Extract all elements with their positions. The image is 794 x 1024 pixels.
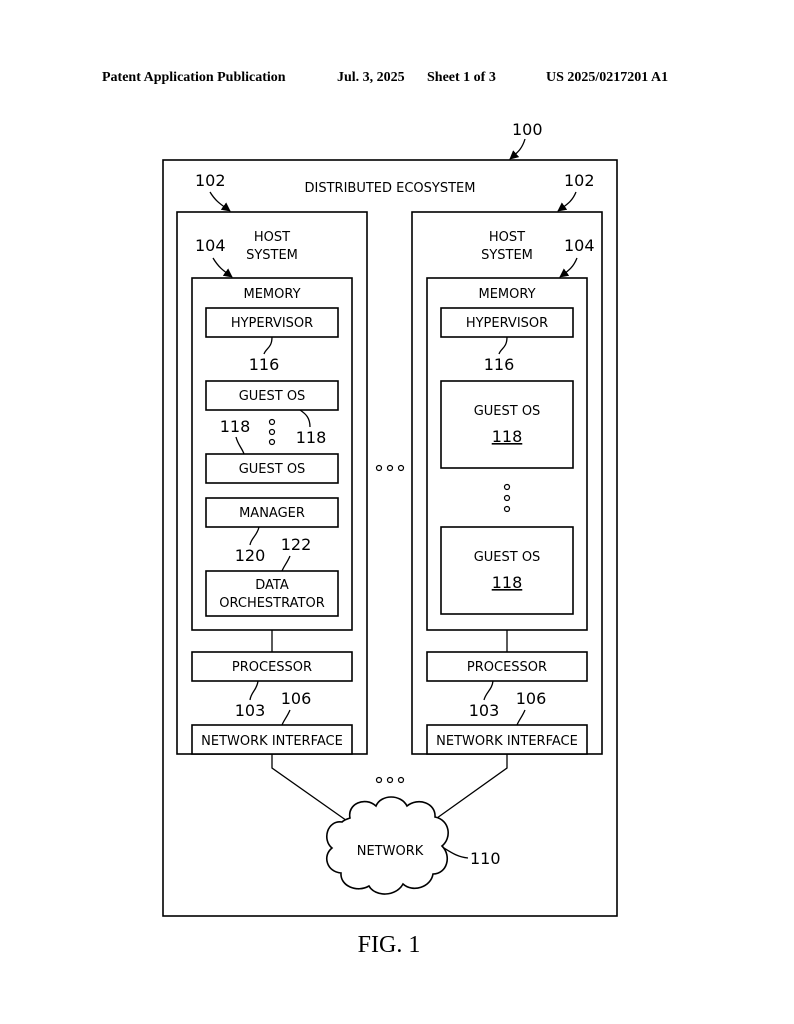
- hypervisor-right-ref: 116: [484, 355, 515, 374]
- network-interface-right-leader: [516, 709, 526, 726]
- manager-box: [205, 497, 339, 528]
- ellipsis-dot: [375, 776, 383, 784]
- host-right-label-2: SYSTEM: [481, 248, 533, 263]
- ecosystem-label: DISTRIBUTED ECOSYSTEM: [305, 181, 476, 196]
- manager-leader: [249, 526, 260, 546]
- network-interface-left-leader: [281, 709, 291, 726]
- guest-os-left-2-label: GUEST OS: [239, 462, 306, 477]
- ellipsis-dot: [386, 776, 394, 784]
- memory-left-ref: 104: [195, 236, 226, 255]
- data-orchestrator-ref: 122: [281, 535, 312, 554]
- publication-number: US 2025/0217201 A1: [546, 70, 669, 85]
- ellipsis-dot: [375, 464, 383, 472]
- manager-ref: 120: [235, 546, 266, 565]
- host-left-label-2: SYSTEM: [246, 248, 298, 263]
- processor-right-ref: 103: [469, 701, 500, 720]
- host-left-leader: [209, 191, 231, 212]
- network-interface-left-label: NETWORK INTERFACE: [201, 734, 343, 749]
- manager-label: MANAGER: [239, 506, 305, 521]
- ellipsis-dot: [268, 438, 276, 446]
- hypervisor-right-box: [440, 307, 574, 338]
- guest-os-left-1-label: GUEST OS: [239, 389, 306, 404]
- ellipsis-dot: [503, 505, 511, 513]
- processor-right-box: [426, 651, 588, 682]
- network-interface-left-ref: 106: [281, 689, 312, 708]
- network-label: NETWORK: [357, 844, 424, 859]
- ecosystem-leader: [509, 138, 526, 160]
- network-ref: 110: [470, 849, 501, 868]
- data-orchestrator-box: [205, 570, 339, 617]
- processor-right-label: PROCESSOR: [467, 660, 547, 675]
- ellipsis-dot: [503, 483, 511, 491]
- publication-date: Jul. 3, 2025: [337, 70, 405, 85]
- host-left-label-1: HOST: [254, 230, 290, 245]
- ellipsis-dot: [268, 418, 276, 426]
- sheet-number: Sheet 1 of 3: [427, 70, 496, 85]
- publication-label: Patent Application Publication: [102, 70, 286, 85]
- network-cloud-icon: [325, 796, 449, 895]
- memory-right-leader: [559, 257, 578, 278]
- guest-os-right-1-label: GUEST OS: [474, 404, 541, 419]
- network-leader: [443, 847, 469, 859]
- guest-os-left-2-ref: 118: [220, 417, 251, 436]
- guest-os-right-2-box: [440, 526, 574, 615]
- guest-os-left-2-box: [205, 453, 339, 484]
- memory-left-leader: [212, 257, 233, 278]
- processor-left-label: PROCESSOR: [232, 660, 312, 675]
- network-interface-right-ref: 106: [516, 689, 547, 708]
- guest-os-left-1-box: [205, 380, 339, 411]
- hypervisor-right-leader: [498, 336, 508, 355]
- memory-left-label: MEMORY: [243, 287, 300, 302]
- ellipsis-dot: [397, 776, 405, 784]
- processor-right-leader: [483, 680, 494, 701]
- hypervisor-left-leader: [263, 336, 273, 355]
- ecosystem-ref: 100: [512, 120, 543, 139]
- guest-os-left-1-ref: 118: [296, 428, 327, 447]
- guest-os-right-2-label: GUEST OS: [474, 550, 541, 565]
- host-right-leader: [557, 191, 577, 212]
- guest-os-left-1-leader: [299, 409, 311, 428]
- guest-os-right-1-box: [440, 380, 574, 469]
- data-orchestrator-label-1: DATA: [255, 578, 289, 593]
- right-network-link: [429, 754, 508, 824]
- data-orchestrator-label-2: ORCHESTRATOR: [219, 596, 324, 611]
- host-left-ref: 102: [195, 171, 226, 190]
- hypervisor-left-box: [205, 307, 339, 338]
- processor-left-ref: 103: [235, 701, 266, 720]
- ellipsis-dot: [268, 428, 276, 436]
- guest-os-right-1-ref: 118: [492, 427, 523, 446]
- left-network-link: [271, 754, 351, 824]
- host-right-ref: 102: [564, 171, 595, 190]
- ellipsis-dot: [397, 464, 405, 472]
- hypervisor-left-label: HYPERVISOR: [231, 316, 313, 331]
- hypervisor-left-ref: 116: [249, 355, 280, 374]
- ellipsis-dot: [503, 494, 511, 502]
- host-right-label-1: HOST: [489, 230, 525, 245]
- processor-left-leader: [249, 680, 259, 701]
- guest-os-left-2-leader: [235, 436, 245, 455]
- figure-label: FIG. 1: [358, 932, 421, 958]
- memory-right-ref: 104: [564, 236, 595, 255]
- processor-left-box: [191, 651, 353, 682]
- ellipsis-dot: [386, 464, 394, 472]
- network-interface-right-label: NETWORK INTERFACE: [436, 734, 578, 749]
- hypervisor-right-label: HYPERVISOR: [466, 316, 548, 331]
- guest-os-right-2-ref: 118: [492, 573, 523, 592]
- data-orchestrator-leader: [281, 555, 291, 572]
- memory-right-label: MEMORY: [478, 287, 535, 302]
